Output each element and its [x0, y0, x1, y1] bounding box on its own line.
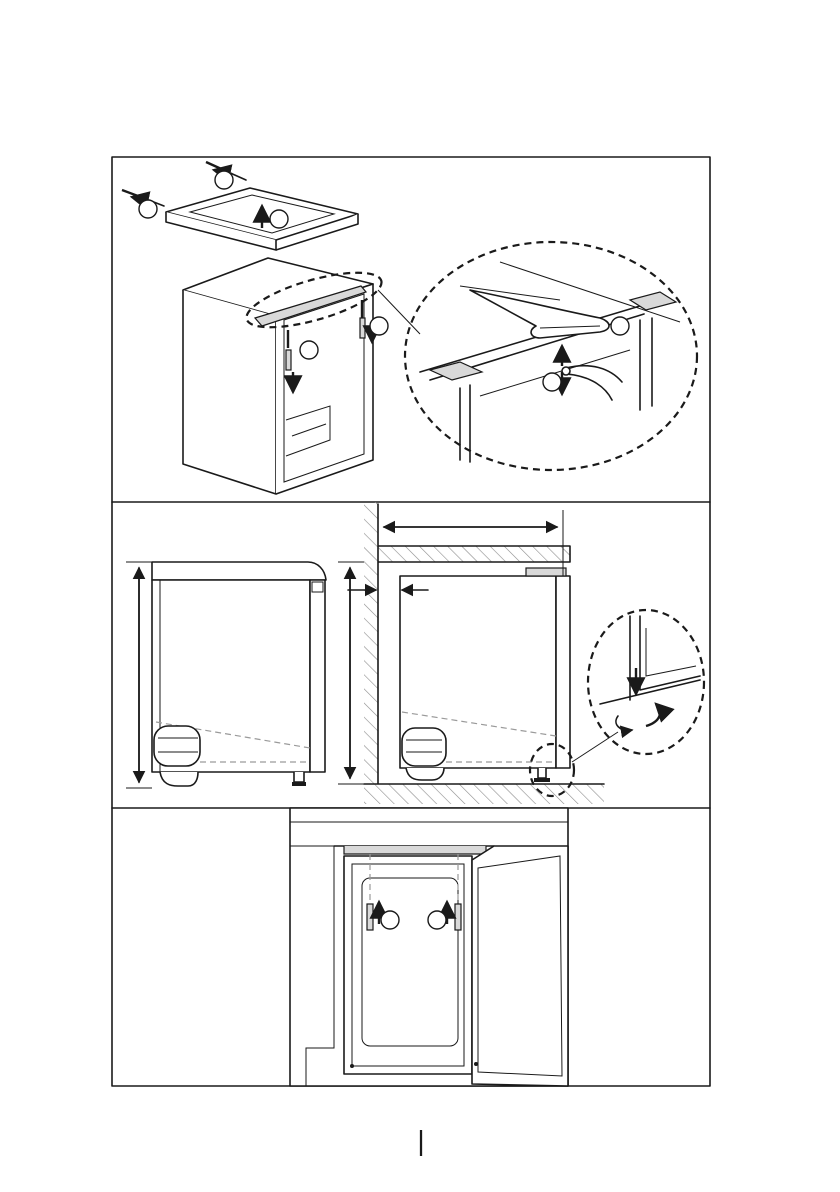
step-callout-2	[215, 171, 233, 189]
height-dimension-left	[126, 562, 152, 788]
step-callout-8	[381, 911, 399, 929]
zoom-detail-contents	[420, 262, 680, 462]
panel-bottom-fixing	[290, 808, 568, 1086]
step-callout-5	[370, 317, 388, 335]
fridge-body-iso	[183, 258, 373, 494]
panel-top-removal	[122, 162, 697, 494]
zoom-leader-foot	[572, 732, 618, 762]
fridge-side-view	[152, 562, 326, 786]
step-callout-9	[428, 911, 446, 929]
height-dimension-right	[338, 562, 364, 784]
zoom-detail-foot-contents	[600, 616, 700, 730]
zoom-detail-top	[405, 242, 697, 470]
cabinet-front-view	[290, 808, 568, 1086]
worktop-lifted	[166, 188, 358, 250]
step-callout-3	[270, 210, 288, 228]
page-footer-separator: |	[417, 1125, 424, 1156]
panel-middle-dimensions	[126, 502, 704, 804]
step-callout-7	[543, 373, 561, 391]
width-dimension-top	[378, 510, 563, 576]
step-callout-1	[139, 200, 157, 218]
step-callout-4	[300, 341, 318, 359]
built-in-installation-view	[364, 502, 604, 804]
step-callout-6	[611, 317, 629, 335]
